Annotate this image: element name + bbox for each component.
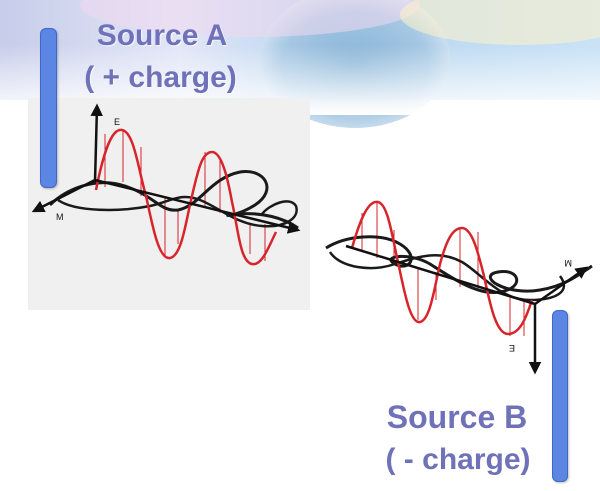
wave-b-electric-dropdowns: [361, 203, 525, 336]
source-b-charge: ( - charge): [385, 443, 531, 476]
source-a-title: Source A: [96, 19, 228, 52]
wave-b-propagation-axis: [345, 244, 536, 306]
wave-b-m-label: M: [565, 258, 573, 268]
source-a-charge: ( + charge): [84, 61, 237, 94]
source-a-rod: [40, 28, 57, 188]
source-b-title: Source B: [386, 399, 528, 435]
wave-a: E M: [31, 103, 301, 266]
wave-a-electric-wave: [94, 128, 278, 266]
wave-a-magnetic-axis: [31, 178, 96, 213]
wave-b-electric-wave: [350, 200, 534, 336]
wave-a-propagation-axis: [94, 178, 301, 234]
wave-b-magnetic-wave: [325, 235, 593, 295]
wave-a-m-label: M: [56, 212, 64, 222]
wave-b-magnetic-axis: [534, 266, 589, 306]
wave-b: M E: [325, 200, 593, 375]
wave-b-e-label: E: [509, 343, 515, 353]
source-b-rod: [552, 310, 568, 482]
wave-a-e-label: E: [114, 117, 120, 127]
wave-a-electric-axis: [90, 103, 103, 183]
